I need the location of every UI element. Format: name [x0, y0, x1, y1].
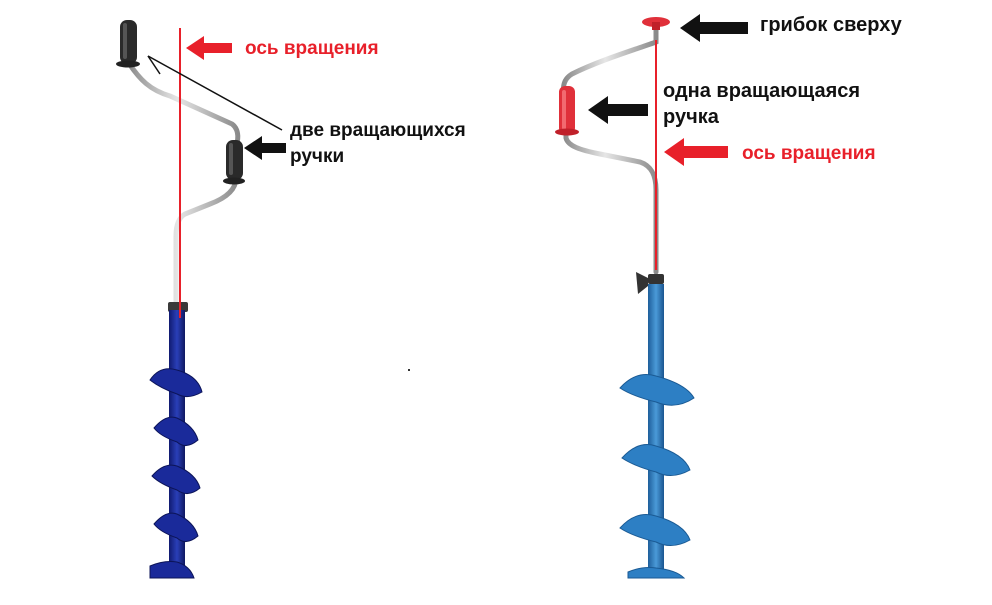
- arrow-left-black-icon: [244, 136, 286, 160]
- stray-dot: [408, 369, 410, 371]
- right-auger: [555, 17, 695, 579]
- two-handles-label-line2: ручки: [290, 146, 345, 167]
- left-pointer-line-2: [147, 55, 161, 75]
- rotation-axis-label-right: ось вращения: [742, 143, 876, 164]
- lower-handle: [223, 140, 245, 185]
- red-handle: [555, 86, 579, 136]
- one-handle-label-line1: одна вращающаяся: [663, 80, 861, 102]
- rotation-axis-label-left: ось вращения: [245, 38, 379, 59]
- left-clamp: [168, 302, 188, 312]
- left-crank-rod: [125, 59, 241, 313]
- arrow-left-red-icon: [664, 138, 728, 166]
- mushroom-knob: [642, 17, 670, 30]
- mushroom-top-label: грибок сверху: [760, 14, 902, 36]
- right-auger-flights: [619, 374, 695, 579]
- arrow-left-black-icon: [588, 96, 648, 124]
- right-wing-nut: [636, 272, 664, 294]
- left-auger: [116, 20, 245, 579]
- upper-handle: [116, 20, 140, 68]
- left-auger-flights: [149, 368, 203, 579]
- right-auger-tube: [648, 284, 664, 576]
- one-handle-label-line2: ручка: [663, 106, 719, 128]
- two-handles-label-line1: две вращающихся: [290, 120, 466, 141]
- left-pointer-line: [147, 55, 283, 131]
- arrow-left-red-icon: [186, 36, 232, 60]
- right-crank-rod: [561, 23, 659, 275]
- arrow-left-black-icon: [680, 14, 748, 42]
